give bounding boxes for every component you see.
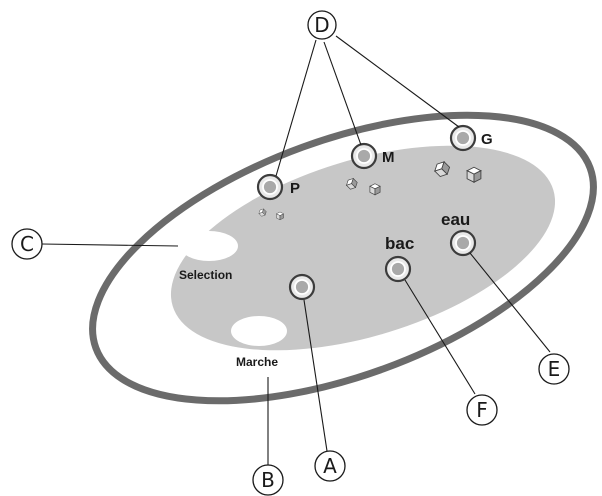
svg-text:C: C xyxy=(20,232,34,256)
svg-text:E: E xyxy=(548,357,561,381)
button-p[interactable] xyxy=(256,173,284,201)
label-marche: Marche xyxy=(236,355,278,369)
label-eau: eau xyxy=(441,210,470,229)
button-m[interactable] xyxy=(350,142,378,170)
svg-text:D: D xyxy=(314,13,329,37)
selection-button[interactable] xyxy=(180,231,238,261)
leader-lines xyxy=(41,35,551,465)
callout-c: C xyxy=(11,228,43,260)
label-bac: bac xyxy=(385,234,414,253)
svg-text:B: B xyxy=(261,468,275,492)
svg-text:F: F xyxy=(476,398,488,422)
button-bac[interactable] xyxy=(384,255,412,283)
marche-button[interactable] xyxy=(231,316,287,346)
button-a[interactable] xyxy=(288,273,316,301)
label-g: G xyxy=(481,131,493,148)
callout-b: B xyxy=(252,464,284,496)
label-m: M xyxy=(382,149,395,166)
callout-d: D xyxy=(307,10,337,40)
button-eau[interactable] xyxy=(449,229,477,257)
label-p: P xyxy=(290,180,300,197)
callout-a: A xyxy=(314,450,346,482)
label-selection: Selection xyxy=(179,268,232,282)
callout-f: F xyxy=(466,394,498,426)
callout-e: E xyxy=(538,353,570,385)
button-g[interactable] xyxy=(449,124,477,152)
svg-text:A: A xyxy=(323,454,337,478)
